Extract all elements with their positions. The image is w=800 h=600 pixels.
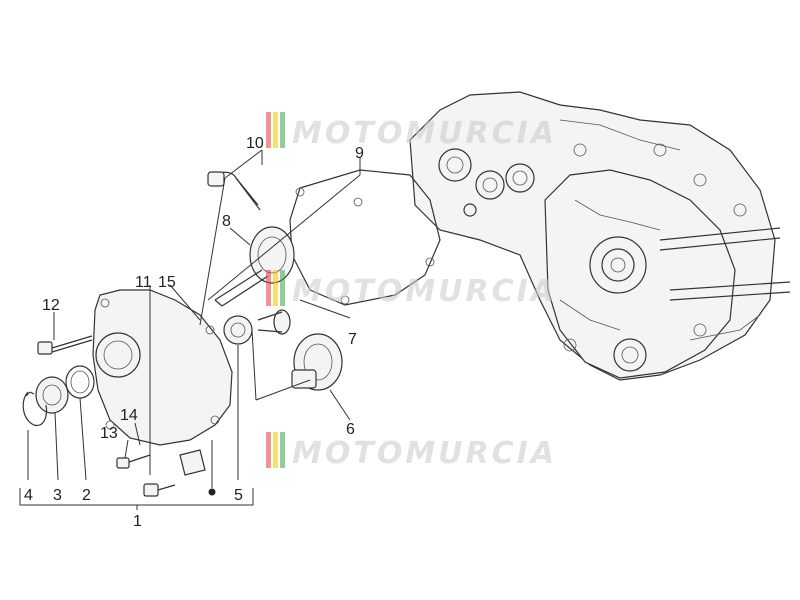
callout-15: 15 <box>158 274 176 291</box>
bolt-part-11 <box>143 483 176 497</box>
callout-1: 1 <box>133 513 142 530</box>
callout-14: 14 <box>120 407 138 424</box>
pinion-shaft-part-7 <box>257 309 291 335</box>
transmission-cover-part-1 <box>92 289 233 476</box>
watermark-text: MOTOMURCIA <box>292 436 557 471</box>
seal-part-2 <box>65 365 95 399</box>
callout-8: 8 <box>222 213 231 230</box>
watermark-text: MOTOMURCIA <box>292 116 557 151</box>
watermark-text: MOTOMURCIA <box>292 274 557 309</box>
callout-6: 6 <box>346 421 355 438</box>
watermark-middle: MOTOMURCIA <box>266 270 557 309</box>
callout-2: 2 <box>82 487 91 504</box>
leader-lines <box>19 149 361 510</box>
gear-shaft-part-8 <box>214 226 295 307</box>
callout-5: 5 <box>234 487 243 504</box>
gear-part-6 <box>291 333 343 391</box>
callout-10: 10 <box>246 135 264 152</box>
hose-fitting-part-10 <box>207 171 261 211</box>
callout-9: 9 <box>355 145 364 162</box>
engine-crankcase <box>409 91 791 381</box>
bolt-part-13 <box>116 454 151 469</box>
bolt-part-12 <box>37 335 93 355</box>
watermark-top: MOTOMURCIA <box>266 112 557 151</box>
callout-12: 12 <box>42 297 60 314</box>
dowel-marker <box>208 488 216 496</box>
callout-13: 13 <box>100 425 118 442</box>
callout-3: 3 <box>53 487 62 504</box>
callouts: 1 2 3 4 5 6 7 8 9 10 11 12 13 14 15 <box>24 135 364 530</box>
watermark-bottom: MOTOMURCIA <box>266 432 557 471</box>
callout-11: 11 <box>135 274 152 291</box>
circlip-part-4 <box>22 391 48 427</box>
callout-4: 4 <box>24 487 33 504</box>
callout-7: 7 <box>348 331 357 348</box>
bearing-part-3 <box>35 376 69 414</box>
bearing-part-5 <box>223 315 253 345</box>
